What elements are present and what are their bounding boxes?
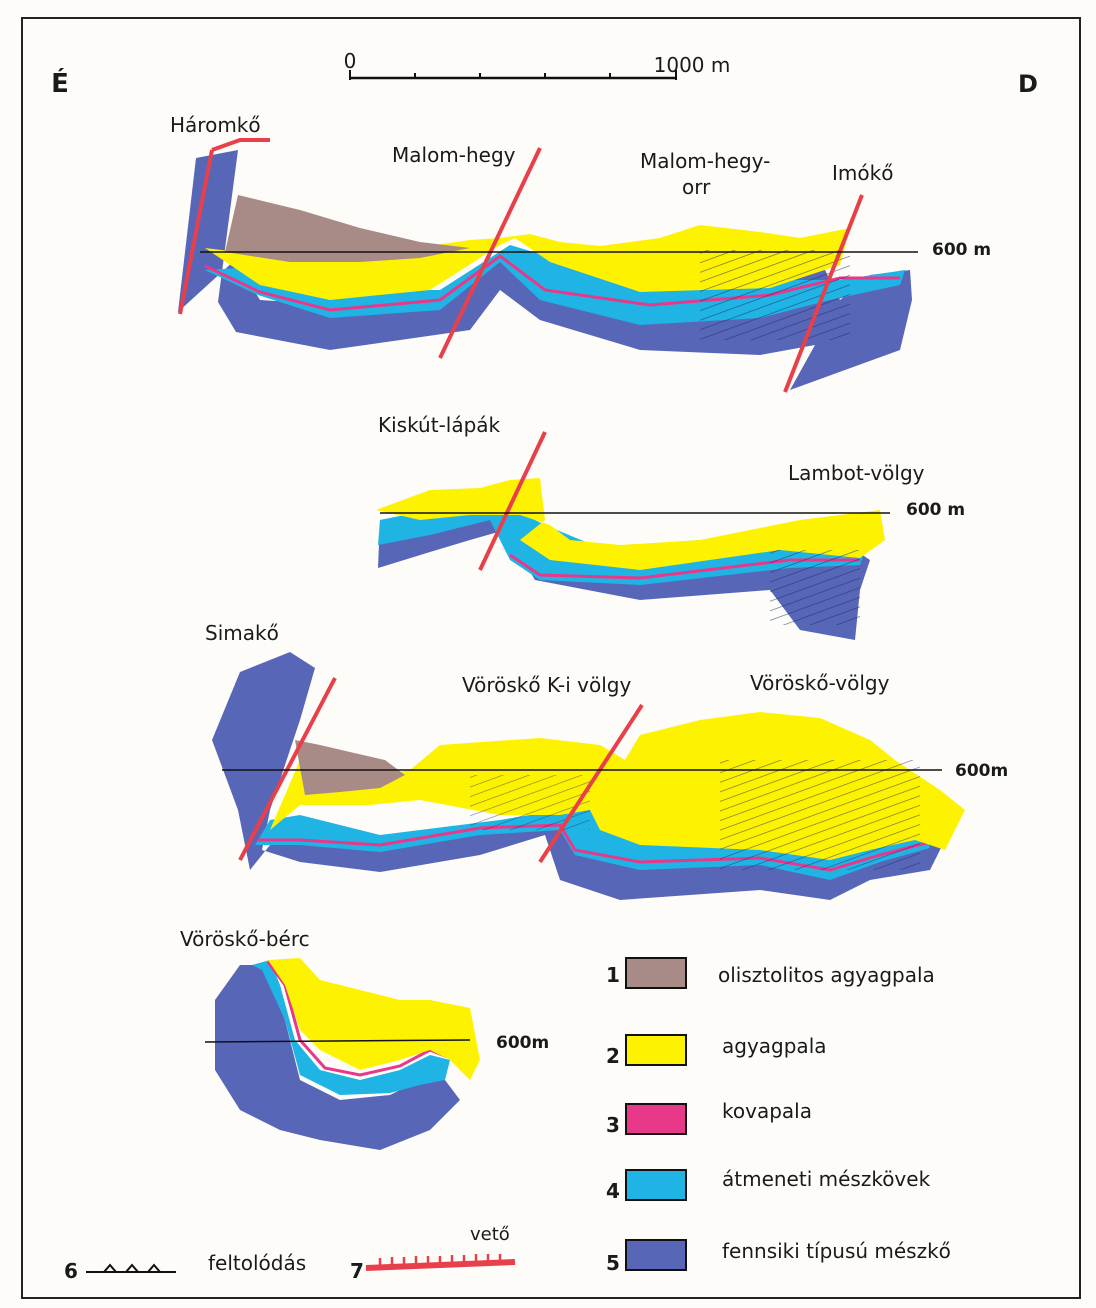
legend-swatch bbox=[626, 1035, 686, 1065]
thrust-teeth-icon bbox=[104, 1265, 160, 1272]
legend-item-1: 1 olisztolitos agyagpala bbox=[606, 958, 935, 988]
place-label: Háromkő bbox=[170, 113, 261, 137]
place-label: Vöröskő K-i völgy bbox=[462, 673, 631, 697]
legend-swatch bbox=[626, 958, 686, 988]
legend-item-fault: 7 vető bbox=[350, 1224, 515, 1283]
scale-end-label: 1000 m bbox=[654, 53, 731, 77]
legend-label: vető bbox=[470, 1224, 510, 1245]
hatched-zone bbox=[700, 250, 850, 340]
south-label: D bbox=[1018, 70, 1038, 98]
place-label: Malom-hegy bbox=[392, 143, 516, 167]
cross-section-1: 600 m Háromkő Malom-hegy Malom-hegy- orr… bbox=[170, 113, 991, 392]
elevation-label: 600 m bbox=[932, 240, 991, 260]
scale-bar: 0 1000 m bbox=[344, 49, 731, 80]
legend-label: kovapala bbox=[722, 1099, 812, 1123]
legend-label: feltolódás bbox=[208, 1251, 306, 1275]
legend-item-3: 3 kovapala bbox=[606, 1099, 812, 1137]
north-label: É bbox=[51, 67, 69, 99]
legend-label: fennsiki típusú mészkő bbox=[722, 1239, 951, 1263]
legend-item-2: 2 agyagpala bbox=[606, 1034, 827, 1068]
fault-line bbox=[212, 140, 270, 150]
legend-label: agyagpala bbox=[722, 1034, 827, 1058]
elevation-label: 600m bbox=[496, 1033, 549, 1053]
hatched-zone bbox=[470, 775, 590, 830]
legend-swatch bbox=[626, 1240, 686, 1270]
place-label: Vöröskő-bérc bbox=[180, 927, 310, 951]
legend-label: olisztolitos agyagpala bbox=[718, 963, 935, 987]
cross-section-4: 600m Vöröskő-bérc bbox=[180, 927, 549, 1150]
legend-number: 6 bbox=[64, 1259, 78, 1283]
legend-number: 3 bbox=[606, 1113, 620, 1137]
legend-item-thrust: 6 feltolódás bbox=[64, 1251, 306, 1283]
legend: 1 olisztolitos agyagpala 2 agyagpala 3 k… bbox=[64, 958, 951, 1283]
place-label: Lambot-völgy bbox=[788, 461, 925, 485]
legend-number: 4 bbox=[606, 1179, 620, 1203]
place-label: Malom-hegy- bbox=[640, 149, 770, 173]
hatched-zone bbox=[720, 760, 920, 870]
place-label: Kiskút-lápák bbox=[378, 413, 501, 437]
place-label: orr bbox=[682, 175, 711, 199]
legend-item-5: 5 fennsiki típusú mészkő bbox=[606, 1239, 951, 1275]
legend-number: 1 bbox=[606, 963, 620, 987]
place-label: Imókő bbox=[832, 161, 893, 185]
elevation-label: 600m bbox=[955, 761, 1008, 781]
legend-number: 2 bbox=[606, 1044, 620, 1068]
place-label: Simakő bbox=[205, 621, 279, 645]
cross-section-3: 600m Simakő Vöröskő K-i völgy Vöröskő-vö… bbox=[205, 621, 1008, 900]
figure-frame bbox=[22, 18, 1080, 1298]
legend-swatch bbox=[626, 1170, 686, 1200]
legend-swatch bbox=[626, 1104, 686, 1134]
legend-number: 7 bbox=[350, 1259, 364, 1283]
hatched-zone bbox=[770, 550, 860, 625]
scale-start-label: 0 bbox=[344, 49, 357, 73]
elevation-label: 600 m bbox=[906, 500, 965, 520]
legend-number: 5 bbox=[606, 1251, 620, 1275]
legend-label: átmeneti mészkövek bbox=[722, 1167, 931, 1191]
legend-item-4: 4 átmeneti mészkövek bbox=[606, 1167, 931, 1203]
place-label: Vöröskő-völgy bbox=[750, 671, 890, 695]
cross-section-2: 600 m Kiskút-lápák Lambot-völgy bbox=[376, 413, 965, 640]
